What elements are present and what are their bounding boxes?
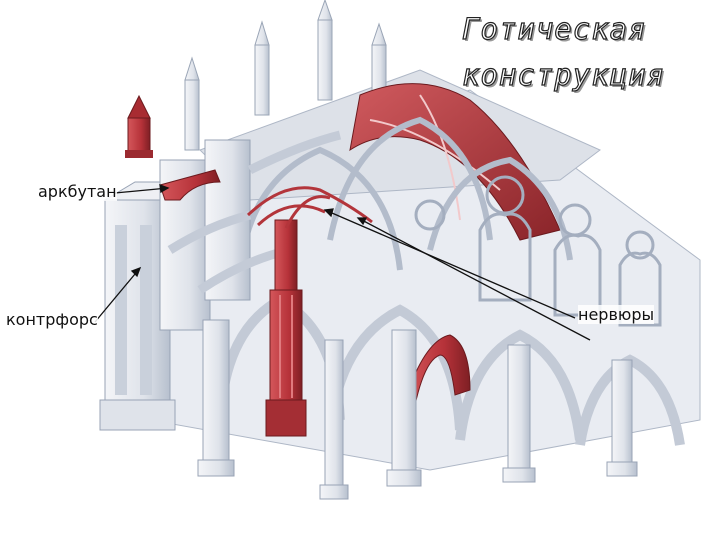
flying-buttress-red <box>159 169 221 201</box>
buttress-left-front <box>99 181 202 431</box>
stone-columns <box>197 319 638 500</box>
label-flying-buttress: аркбутан <box>38 182 117 201</box>
ribs-red <box>246 186 373 229</box>
lower-vault-red <box>404 334 471 406</box>
tracery <box>414 175 662 327</box>
pointer-lines <box>94 184 591 341</box>
vault-section <box>349 83 561 241</box>
back-pinnacles <box>184 0 387 151</box>
pinnacle-red <box>125 94 153 158</box>
pillar-red <box>265 219 307 437</box>
diagram-title: Готическая конструкция <box>461 11 666 92</box>
label-ribs: нервюры <box>578 305 655 324</box>
label-buttress: контрфорс <box>6 310 98 329</box>
